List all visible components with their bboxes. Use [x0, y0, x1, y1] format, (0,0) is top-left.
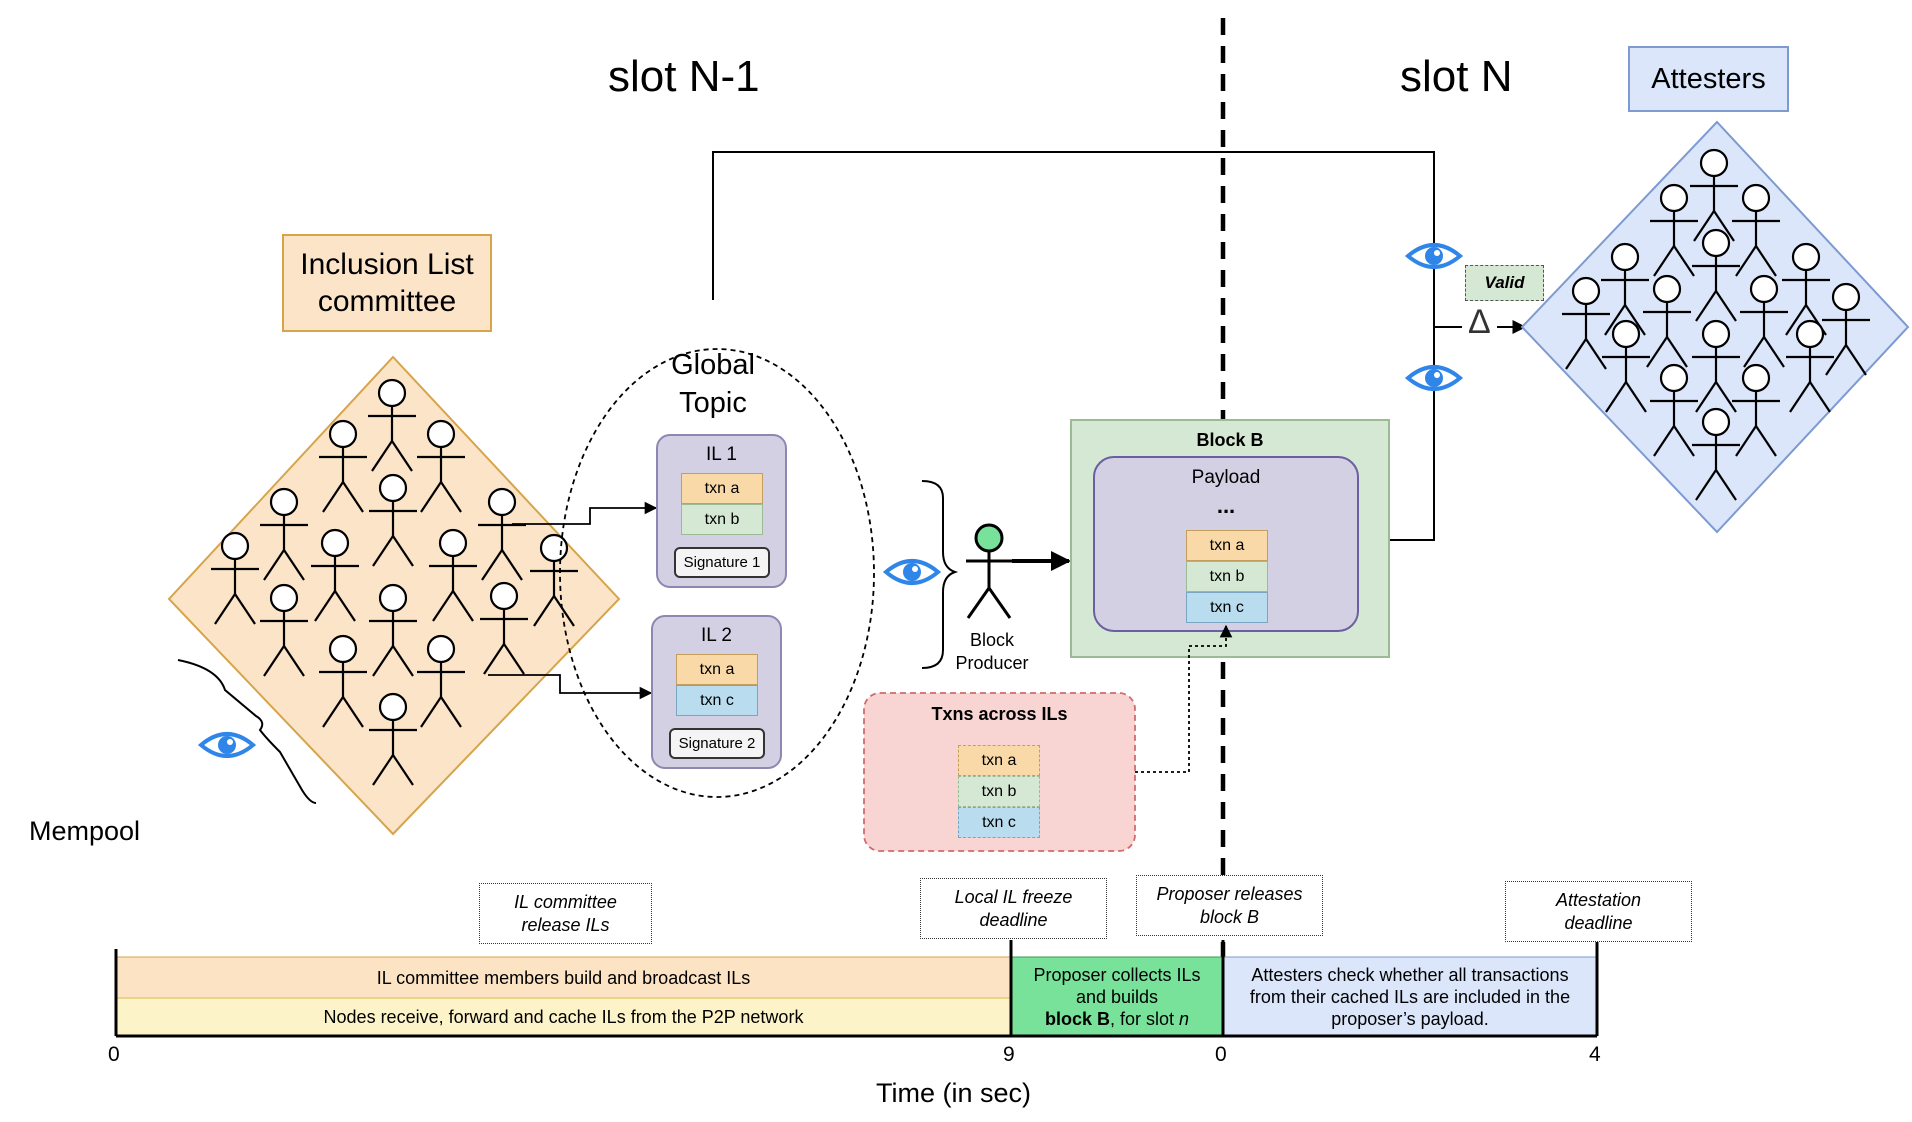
delta-symbol: Δ [1468, 303, 1491, 341]
axis-label: Time (in sec) [876, 1078, 1032, 1108]
bar-attesters-label: Attesters check whether all transactions… [1223, 957, 1597, 1036]
across-txn-b: txn b [958, 776, 1040, 807]
txns-to-block-arrow [1135, 624, 1233, 773]
block-producer-line1: Block [969, 630, 1014, 650]
bar-attesters-line1: Attesters check whether all transactions [1251, 964, 1569, 985]
global-topic-label: Global Topic [648, 346, 778, 422]
note-proposer-release-line2: block B [1199, 906, 1260, 927]
note-il-release-line2: release ILs [521, 914, 610, 935]
il2-title: IL 2 [701, 625, 732, 646]
tick-label-0: 0 [108, 1043, 120, 1066]
mempool-brace [177, 659, 317, 804]
block-producer-label: Block Producer [942, 629, 1042, 675]
attester-eye-icon-bottom [1406, 365, 1462, 391]
il1-title: IL 1 [706, 444, 737, 465]
il1-signature: Signature 1 [674, 547, 770, 578]
bar-proposer-line1: Proposer collects ILs [1033, 964, 1201, 985]
committee-to-il1-arrow [512, 501, 658, 525]
il2-txn-a: txn a [676, 654, 758, 685]
il1-panel: IL 1 txn a txn b Signature 1 [656, 434, 787, 588]
block-txn-a: txn a [1186, 530, 1268, 561]
attester-eye-icon-top [1406, 243, 1462, 269]
il1-txn-b: txn b [681, 504, 763, 535]
bar-build-label: IL committee members build and broadcast… [376, 967, 751, 988]
block-b-title: Block B [1196, 430, 1264, 450]
block-producer-line2: Producer [955, 653, 1029, 673]
mempool-eye-icon [199, 732, 255, 758]
across-txn-a: txn a [958, 745, 1040, 776]
txns-across-title: Txns across ILs [931, 704, 1068, 724]
producer-eye-icon [884, 559, 940, 585]
note-il-release-line1: IL committee [514, 891, 617, 912]
valid-badge: Valid [1465, 265, 1544, 301]
il2-txn-c: txn c [676, 685, 758, 716]
il2-panel: IL 2 txn a txn c Signature 2 [651, 615, 782, 769]
slot-left-title: slot N-1 [608, 52, 760, 101]
block-producer-brace [921, 480, 959, 669]
note-il-release: IL committee release ILs [479, 883, 652, 944]
block-txn-c: txn c [1186, 592, 1268, 623]
note-attestation-line2: deadline [1564, 912, 1633, 933]
bar-proposer-bold: block B [1044, 1008, 1110, 1029]
bar-receive-label: Nodes receive, forward and cache ILs fro… [323, 1007, 804, 1027]
slot-right-title: slot N [1400, 52, 1513, 101]
note-proposer-release-line1: Proposer releases [1156, 883, 1303, 904]
il-committee-line2: committee [317, 285, 457, 318]
note-freeze-line2: deadline [979, 909, 1048, 930]
committee-to-il2-arrow [488, 674, 653, 700]
bar-proposer [1010, 956, 1224, 1037]
bar-proposer-label: Proposer collects ILs and builds block B… [1011, 957, 1223, 1036]
payload-ellipsis: ... [1216, 493, 1236, 518]
global-topic-ellipse [559, 348, 875, 798]
note-freeze-line1: Local IL freeze [954, 886, 1073, 907]
note-attestation-line1: Attestation [1555, 889, 1642, 910]
global-topic-line1: Global [671, 349, 755, 381]
block-producer-figure [966, 523, 1012, 619]
tick-label-9: 9 [1003, 1043, 1015, 1066]
il-committee-title: Inclusion List committee [282, 234, 492, 332]
bar-proposer-line2: and builds [1075, 986, 1159, 1007]
topic-to-attesters-line [712, 151, 1435, 541]
tick-label-4: 4 [1589, 1043, 1601, 1066]
bar-proposer-italic: n [1179, 1008, 1190, 1029]
tick-label-0b: 0 [1215, 1043, 1227, 1066]
il1-txn-a: txn a [681, 473, 763, 504]
across-txn-c: txn c [958, 807, 1040, 838]
bar-proposer-line3: block B, for slot n [1045, 1008, 1189, 1030]
bar-proposer-rest: , for slot [1109, 1008, 1180, 1029]
payload-title: Payload [1191, 467, 1261, 488]
attesters-title: Attesters [1628, 46, 1789, 112]
global-topic-line2: Topic [679, 387, 747, 419]
bar-receive [115, 997, 1012, 1037]
block-txn-b: txn b [1186, 561, 1268, 592]
bar-attesters-line2: from their cached ILs are included in th… [1249, 986, 1571, 1007]
il2-signature: Signature 2 [669, 728, 765, 759]
bar-attesters-line3: proposer’s payload. [1331, 1008, 1489, 1029]
il-committee-line1: Inclusion List [300, 248, 474, 281]
bar-attesters [1222, 956, 1598, 1037]
note-attestation: Attestation deadline [1505, 881, 1692, 942]
mempool-label: Mempool [29, 816, 141, 846]
note-freeze: Local IL freeze deadline [920, 878, 1107, 939]
note-proposer-release: Proposer releases block B [1136, 875, 1323, 936]
